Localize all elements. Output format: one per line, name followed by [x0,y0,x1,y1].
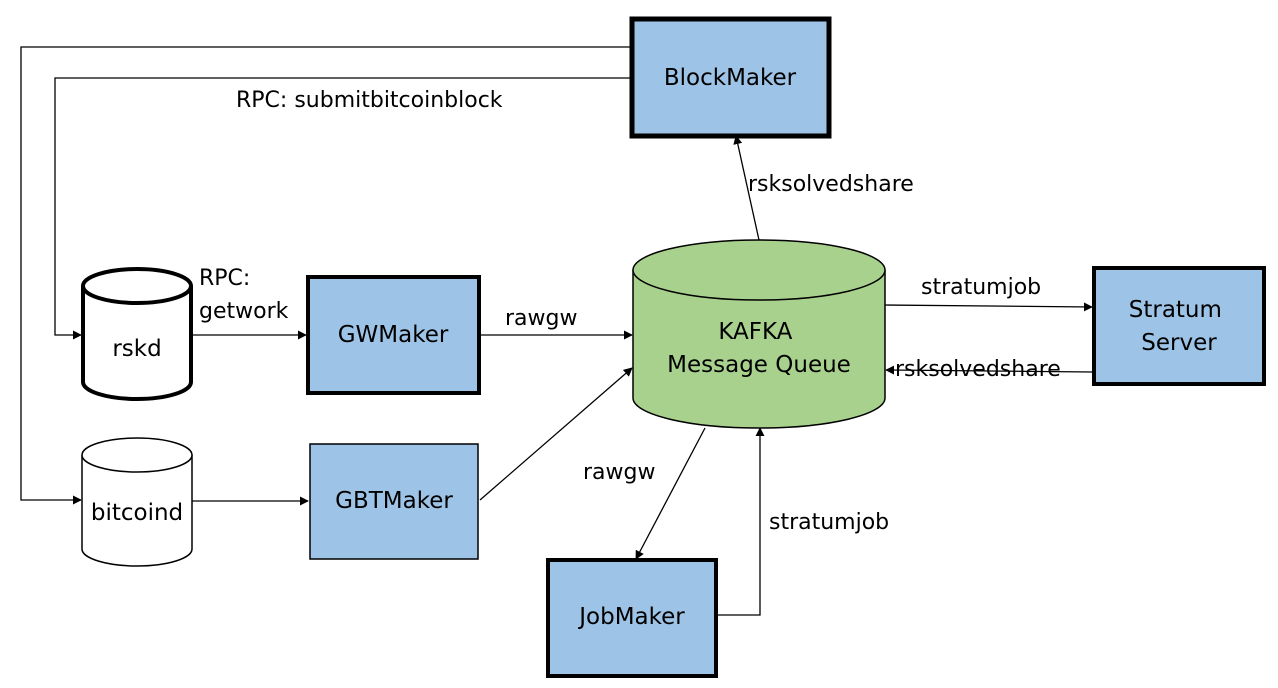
edge-jobmaker-to-kafka [718,427,765,616]
stratum-server-label: Stratum Server [1129,297,1229,356]
bitcoind-node: bitcoind [81,437,193,567]
gwmaker-label: GWMaker [338,322,449,348]
gwmaker-node: GWMaker [306,275,481,395]
label-stratumjob-jobmaker: stratumjob [769,510,889,535]
edge-kafka-to-jobmaker [635,427,706,560]
gbtmaker-label: GBTMaker [335,488,453,514]
label-getwork-line-2: getwork [199,299,289,324]
blockmaker-node: BlockMaker [629,16,832,139]
label-stratumjob-server: stratumjob [921,275,1041,300]
label-getwork: RPC: getwork [199,266,289,324]
edge-kafka-to-stratum [883,302,1093,312]
kafka-label: KAFKA Message Queue [667,319,851,378]
kafka-label-line-1: KAFKA [718,319,792,345]
rskd-cylinder-body [81,286,193,401]
stratum-server-node: Stratum Server [1092,266,1266,386]
kafka-cylinder-body [632,270,886,429]
edge-kafka-to-blockmaker [733,135,760,241]
label-rawgw-gwmaker: rawgw [505,306,577,331]
jobmaker-node: JobMaker [546,558,718,678]
label-rawgw-jobmaker: rawgw [583,460,655,485]
bitcoind-cylinder-body [81,455,193,567]
bitcoind-cylinder-top [81,437,193,473]
kafka-node: KAFKA Message Queue [632,239,886,429]
bitcoind-label: bitcoind [91,500,183,526]
rskd-label: rskd [112,336,161,362]
label-submitbitcoinblock: RPC: submitbitcoinblock [236,88,503,113]
blockmaker-label: BlockMaker [664,65,797,91]
kafka-label-line-2: Message Queue [667,352,851,378]
jobmaker-label: JobMaker [577,604,685,630]
kafka-cylinder-top [632,239,886,301]
label-rsksolvedshare-server: rsksolvedshare [895,357,1061,382]
label-getwork-line-1: RPC: [199,266,250,291]
gbtmaker-node: GBTMaker [309,443,479,560]
rskd-cylinder-top [81,267,193,305]
rskd-node: rskd [81,267,193,401]
stratum-server-label-line-1: Stratum [1129,297,1222,323]
edge-stratum-to-kafka [885,365,1093,375]
edge-blockmaker-to-rskd [54,77,632,340]
edge-gbtmaker-to-kafka [479,367,633,501]
edge-blockmaker-to-bitcoind [20,46,632,505]
label-rsksolvedshare-blockmaker: rsksolvedshare [748,172,914,197]
stratum-server-label-line-2: Server [1141,330,1217,356]
